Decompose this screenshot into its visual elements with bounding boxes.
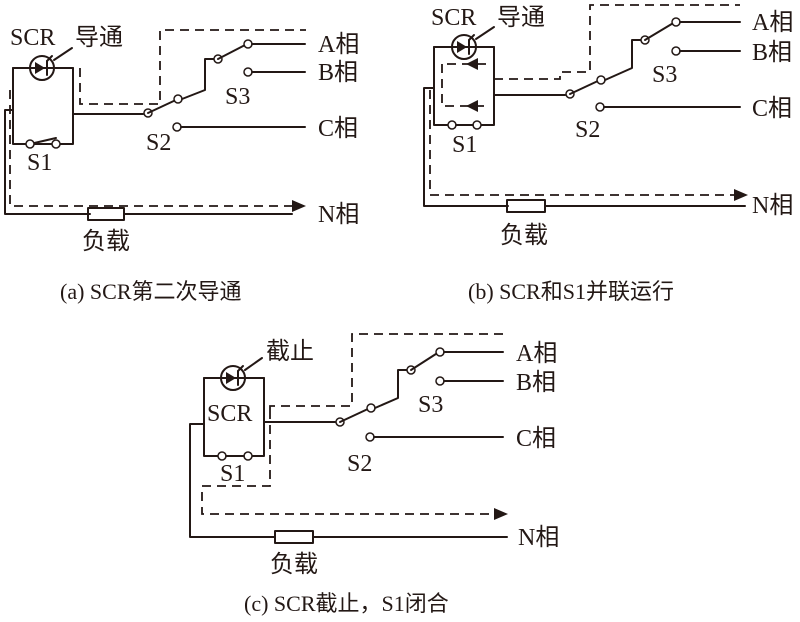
load-resistor bbox=[87, 207, 125, 221]
neutral-label: N相 bbox=[752, 192, 793, 219]
phase-b-label: B相 bbox=[752, 39, 792, 66]
load-label: 负载 bbox=[500, 222, 548, 249]
scr-state-label: 截止 bbox=[266, 338, 314, 365]
phase-a-label: A相 bbox=[752, 9, 793, 36]
caption: (a) SCR第二次导通 bbox=[60, 279, 242, 304]
scr-label: SCR bbox=[10, 25, 55, 51]
s3-switch bbox=[640, 17, 741, 56]
s2-switch bbox=[335, 403, 504, 442]
phase-c-label: C相 bbox=[516, 425, 556, 452]
s3-switch bbox=[406, 347, 504, 386]
s3-label: S3 bbox=[652, 62, 677, 88]
neutral-label: N相 bbox=[318, 201, 359, 228]
neutral-label: N相 bbox=[518, 524, 559, 551]
s3-label: S3 bbox=[418, 392, 443, 418]
phase-b-label: B相 bbox=[516, 369, 556, 396]
scr-label: SCR bbox=[431, 5, 476, 31]
panel-b: SCR 导通 S1 S2 S3 A相 B相 C相 N相 负载 (b) SCR和S… bbox=[423, 4, 793, 304]
scr-state-label: 导通 bbox=[497, 5, 545, 31]
phase-a-label: A相 bbox=[318, 31, 359, 58]
phase-c-label: C相 bbox=[318, 115, 358, 142]
load-label: 负载 bbox=[270, 551, 318, 578]
panel-c: 截止 SCR S1 S2 S3 A相 B相 C相 N相 负载 (c) SCR截止… bbox=[189, 333, 559, 616]
s1-switch bbox=[25, 137, 61, 149]
s1-switch bbox=[447, 120, 482, 130]
load-resistor bbox=[274, 530, 314, 544]
scr-state-label: 导通 bbox=[75, 25, 123, 51]
phase-a-label: A相 bbox=[516, 340, 557, 367]
caption: (c) SCR截止，S1闭合 bbox=[244, 591, 449, 616]
s3-label: S3 bbox=[225, 84, 250, 110]
phase-c-label: C相 bbox=[752, 95, 792, 122]
s2-label: S2 bbox=[146, 130, 171, 156]
s1-label: S1 bbox=[27, 150, 52, 176]
s1-switch bbox=[217, 451, 253, 461]
s3-switch bbox=[213, 39, 306, 77]
panel-a: SCR 导通 S1 S2 S3 A相 B相 C相 N相 负载 (a) SCR第二… bbox=[4, 25, 359, 304]
s2-label: S2 bbox=[347, 451, 372, 477]
s1-label: S1 bbox=[452, 132, 477, 158]
phase-b-label: B相 bbox=[318, 59, 358, 86]
parallel-box bbox=[12, 67, 74, 145]
load-label: 负载 bbox=[82, 228, 130, 255]
s1-label: S1 bbox=[220, 461, 245, 487]
s2-label: S2 bbox=[575, 117, 600, 143]
caption: (b) SCR和S1并联运行 bbox=[468, 279, 674, 304]
load-resistor bbox=[506, 199, 546, 213]
scr-label: SCR bbox=[207, 401, 252, 427]
